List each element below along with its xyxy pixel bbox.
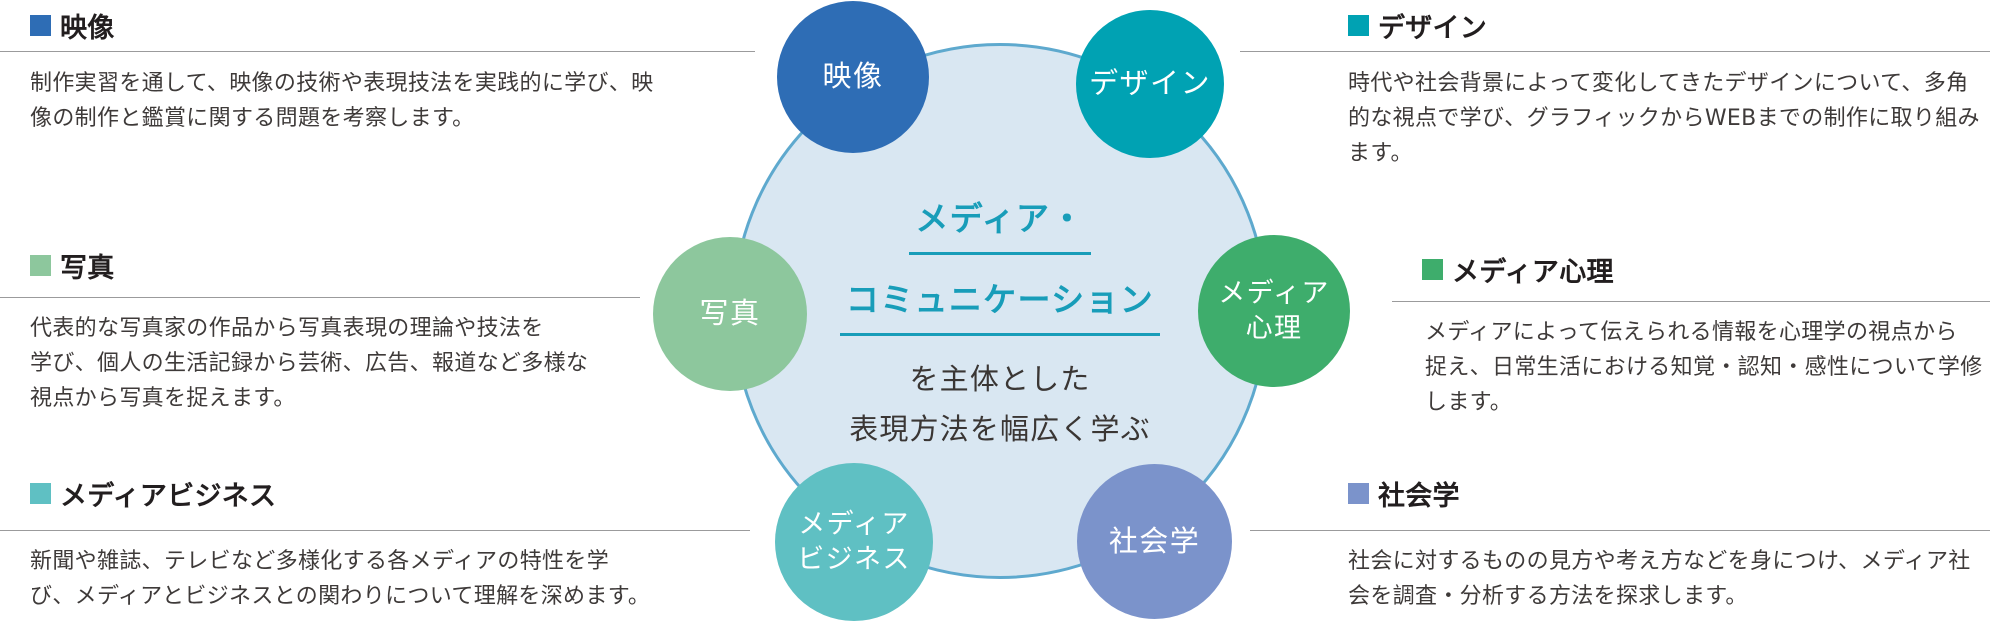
psych-description: メディアによって伝えられる情報を心理学の視点から 捉え、日常生活における知覚・認… [1425,320,1983,415]
eizo-divider [0,51,755,52]
psych-divider [1392,301,1990,302]
design-description: 時代や社会背景によって変化してきたデザインについて、多角 的な視点で学び、グラフ… [1348,71,1980,166]
central-subtitle-line2: 表現方法を幅広く学ぶ [849,412,1151,446]
central-title-line2: コミュニケーション [839,273,1161,336]
design-section-title: デザイン [1378,13,1488,44]
central-subtitle-line1: を主体とした [909,362,1091,396]
central-text-block: メディア・ コミュニケーション を主体とした 表現方法を幅広く学ぶ [732,192,1268,454]
soc-section-title: 社会学 [1378,481,1460,512]
business-circle: メディア ビジネス [775,463,933,621]
soc-description: 社会に対するものの見方や考え方などを身につけ、メディア社 会を調査・分析する方法… [1348,549,1971,609]
design-circle: デザイン [1076,10,1224,158]
shashin-description: 代表的な写真家の作品から写真表現の理論や技法を 学び、個人の生活記録から芸術、広… [30,316,589,411]
business-divider [0,530,750,531]
design-section-heading: デザイン [1348,6,1487,45]
business-section-heading: メディアビジネス [30,474,276,513]
psych-circle: メディア 心理 [1198,235,1350,387]
soc-divider [1250,530,1990,531]
shashin-divider [0,297,640,298]
soc-section-heading: 社会学 [1348,474,1460,513]
central-title-line1-wrap: メディア・ [732,192,1268,255]
soc-circle: 社会学 [1077,464,1232,619]
eizo-color-square-icon [30,15,51,36]
shashin-color-square-icon [30,255,51,276]
shashin-section-heading: 写真 [30,246,115,285]
design-color-square-icon [1348,15,1369,36]
shashin-section-title: 写真 [60,253,115,284]
business-color-square-icon [30,483,51,504]
psych-section-heading: メディア心理 [1422,250,1614,289]
eizo-circle: 映像 [777,1,929,153]
psych-section-title: メディア心理 [1452,257,1614,288]
psych-color-square-icon [1422,259,1443,280]
central-title-line2-wrap: コミュニケーション [732,273,1268,336]
business-description: 新聞や雑誌、テレビなど多様化する各メディアの特性を学 び、メディアとビジネスとの… [30,549,651,609]
eizo-description: 制作実習を通して、映像の技術や表現技法を実践的に学び、映 像の制作と鑑賞に関する… [30,71,654,131]
eizo-section-heading: 映像 [30,6,115,45]
eizo-section-title: 映像 [60,13,115,44]
business-section-title: メディアビジネス [60,481,277,512]
central-title-line1: メディア・ [909,192,1091,255]
soc-color-square-icon [1348,483,1369,504]
shashin-circle: 写真 [653,237,807,391]
design-divider [1240,51,1990,52]
